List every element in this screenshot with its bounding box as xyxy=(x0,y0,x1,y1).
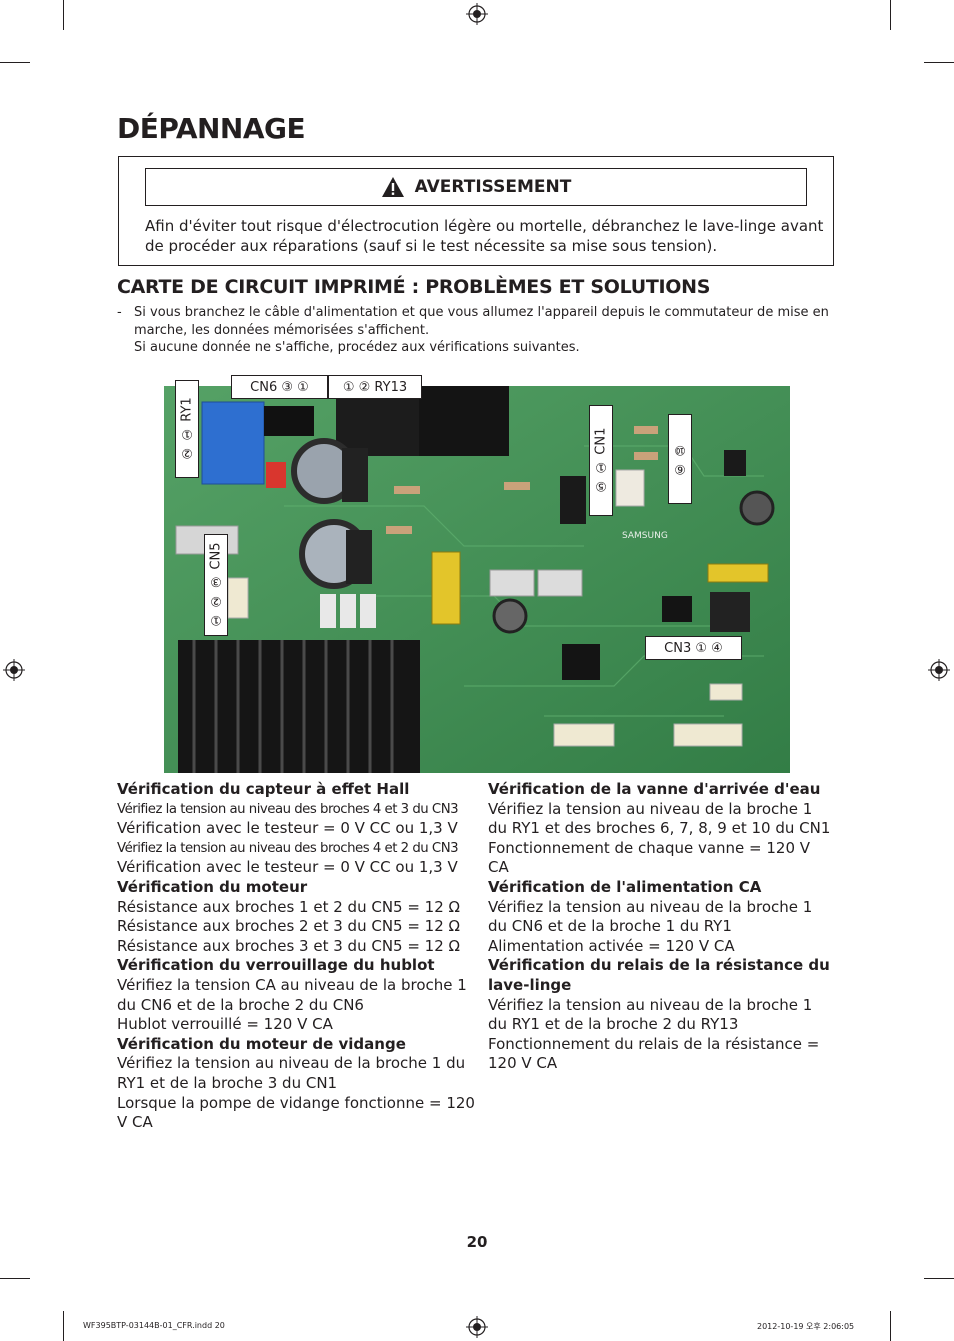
body-text: Résistance aux broches 1 et 2 du CN5 = 1… xyxy=(117,897,461,916)
pcb-photo: SAMSUNG xyxy=(164,386,790,773)
section-subheading: Vérification du verrouillage du hublot xyxy=(117,956,435,975)
footer-date: 2012-10-19 오후 2:06:05 xyxy=(757,1322,855,1331)
label-cn3: CN3 ① ④ xyxy=(645,636,742,660)
warning-triangle-icon xyxy=(381,177,404,197)
crop-mark xyxy=(63,0,64,30)
body-text: Lorsque la pompe de vidange fonctionne =… xyxy=(117,1093,475,1132)
section-subheading: Vérification de l'alimentation CA xyxy=(488,877,762,896)
label-ry13: ① ② RY13 xyxy=(328,375,422,399)
section-subheading: Vérification du moteur de vidange xyxy=(117,1034,406,1053)
crop-mark xyxy=(63,1311,64,1341)
section-subheading: Vérification du moteur xyxy=(117,877,308,896)
body-text: Vérifiez la tension au niveau de la broc… xyxy=(488,995,813,1034)
crop-mark xyxy=(0,1278,30,1279)
label-cn5: ① ② ③ CN5 xyxy=(204,534,228,636)
body-text: Résistance aux broches 3 et 3 du CN5 = 1… xyxy=(117,936,461,955)
body-text: Alimentation activée = 120 V CA xyxy=(488,936,735,955)
intro-line-1: Si vous branchez le câble d'alimentation… xyxy=(134,305,829,338)
footer-file: WF395BTP-03144B-01_CFR.indd 20 xyxy=(83,1321,225,1330)
body-text: Vérifiez la tension CA au niveau de la b… xyxy=(117,975,467,1014)
body-text: Résistance aux broches 2 et 3 du CN5 = 1… xyxy=(117,917,461,936)
body-text: Vérification avec le testeur = 0 V CC ou… xyxy=(117,858,458,877)
label-cn1: ⑤ ① CN1 xyxy=(589,405,613,516)
warning-box xyxy=(118,156,834,266)
crop-mark xyxy=(890,0,891,30)
right-column: Vérification de la vanne d'arrivée d'eau… xyxy=(488,780,833,1074)
crop-mark xyxy=(0,62,30,63)
section-heading: CARTE DE CIRCUIT IMPRIMÉ : PROBLÈMES ET … xyxy=(117,276,711,298)
body-text: Fonctionnement de chaque vanne = 120 V C… xyxy=(488,838,811,877)
crop-mark xyxy=(890,1311,891,1341)
body-text: Vérifiez la tension au niveau des broche… xyxy=(117,840,459,856)
board-print-text: SAMSUNG xyxy=(622,531,668,541)
body-text: Vérifiez la tension au niveau de la broc… xyxy=(117,1054,466,1092)
section-subheading: Vérification de la vanne d'arrivée d'eau xyxy=(488,780,821,798)
crop-mark xyxy=(924,1278,954,1279)
body-text: Vérifiez la tension au niveau de la broc… xyxy=(488,799,831,838)
bullet-dash: - xyxy=(117,305,122,320)
body-text: Hublot verrouillé = 120 V CA xyxy=(117,1015,333,1034)
intro-line-2: Si aucune donnée ne s'affiche, procédez … xyxy=(134,340,580,355)
label-cn1-pins: ⑥ ⑩ xyxy=(668,414,692,504)
label-cn6: CN6 ③ ① xyxy=(231,375,328,399)
warning-heading: AVERTISSEMENT xyxy=(414,177,572,197)
crop-mark xyxy=(924,62,954,63)
label-ry1: ② ① RY1 xyxy=(175,380,199,478)
body-text: Vérifiez la tension au niveau de la broc… xyxy=(488,897,813,936)
registration-mark-icon xyxy=(3,659,25,681)
body-text: Fonctionnement du relais de la résistanc… xyxy=(488,1034,820,1073)
warning-header: AVERTISSEMENT xyxy=(145,168,807,206)
page-title: DÉPANNAGE xyxy=(117,112,306,145)
registration-mark-icon xyxy=(466,1316,488,1338)
page-number: 20 xyxy=(466,1233,488,1251)
warning-text: Afin d'éviter tout risque d'électrocutio… xyxy=(145,217,824,255)
section-subheading: Vérification du relais de la résistance … xyxy=(488,956,830,994)
registration-mark-icon xyxy=(466,3,488,25)
registration-mark-icon xyxy=(928,659,950,681)
body-text: Vérifiez la tension au niveau des broche… xyxy=(117,801,459,817)
section-subheading: Vérification du capteur à effet Hall xyxy=(117,780,410,798)
body-text: Vérification avec le testeur = 0 V CC ou… xyxy=(117,819,458,838)
intro-paragraph: - Si vous branchez le câble d'alimentati… xyxy=(117,304,837,357)
